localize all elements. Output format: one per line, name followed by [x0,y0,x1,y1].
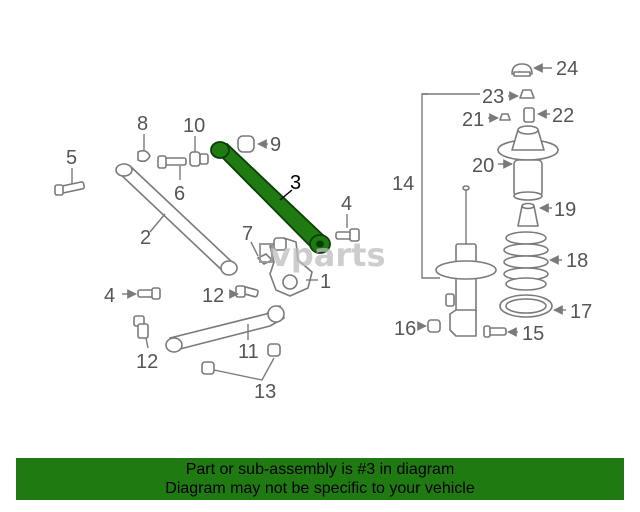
callout-17[interactable]: 17 [570,301,592,323]
watermark-logo: vparts [259,236,385,274]
callout-2[interactable]: 2 [140,227,151,249]
callout-23[interactable]: 23 [482,86,504,108]
callout-8[interactable]: 8 [137,113,148,135]
banner-line-2: Diagram may not be specific to your vehi… [165,480,475,497]
callout-13[interactable]: 13 [254,381,276,403]
part-23-nut[interactable] [519,89,535,99]
leader-12-lower [145,337,149,349]
leader-3 [279,189,293,201]
part-15-bolt[interactable] [483,325,507,338]
callout-4-upper[interactable]: 4 [341,193,352,215]
bracket-14 [421,93,440,279]
callout-20[interactable]: 20 [472,155,494,177]
callout-6[interactable]: 6 [174,183,185,205]
callout-11[interactable]: 11 [238,341,259,363]
callout-21[interactable]: 21 [462,109,484,131]
part-19-bumpstop[interactable] [517,202,539,227]
part-5-bolt[interactable] [54,181,85,196]
svg-text:vparts: vparts [270,236,385,274]
part-20-mount[interactable] [497,125,559,201]
part-21-nut[interactable] [499,113,511,121]
info-banner: Part or sub-assembly is #3 in diagram Di… [16,458,624,500]
part-22-collar[interactable] [523,107,535,123]
callout-22[interactable]: 22 [552,105,574,127]
leader-7 [250,241,259,257]
part-13-nuts[interactable] [201,343,281,375]
callout-10[interactable]: 10 [183,115,205,137]
part-3-lateral-link[interactable] [210,141,331,254]
callout-1[interactable]: 1 [320,271,331,293]
callout-15[interactable]: 15 [522,323,544,345]
callout-12-upper[interactable]: 12 [202,285,224,307]
callout-5[interactable]: 5 [66,147,77,169]
callout-24[interactable]: 24 [556,58,578,80]
part-4-bolt-upper[interactable] [335,228,360,242]
callout-4-lower[interactable]: 4 [104,285,115,307]
part-4-bolt-lower[interactable] [137,287,161,300]
part-9-nut[interactable] [237,135,255,153]
part-11-lower-arm[interactable] [165,305,285,353]
callout-9[interactable]: 9 [270,134,281,156]
part-10-nut[interactable] [189,151,209,167]
callout-16[interactable]: 16 [394,318,416,340]
part-24-cap[interactable] [511,63,533,77]
parts-diagram: 2 5 8 6 10 9 3 4 [54,58,592,403]
callout-3[interactable]: 3 [290,172,301,194]
part-17-insulator[interactable] [499,294,553,318]
callout-19[interactable]: 19 [554,199,576,221]
callout-18[interactable]: 18 [566,250,588,272]
banner-line-1: Part or sub-assembly is #3 in diagram [185,461,455,478]
part-1-knuckle[interactable] [269,237,313,297]
leader-13 [213,357,275,381]
callout-14[interactable]: 14 [392,173,414,195]
part-14-strut[interactable] [435,185,497,337]
part-2-control-arm[interactable] [115,163,238,276]
part-18-spring[interactable] [503,231,549,291]
part-12-bolt-upper[interactable] [235,285,259,298]
leader-2 [149,213,166,233]
part-8-clip[interactable] [137,149,151,163]
part-16-nut[interactable] [427,319,441,333]
callout-12-lower[interactable]: 12 [136,351,158,373]
callout-7[interactable]: 7 [242,223,253,245]
part-12-bolt-lower[interactable] [133,315,149,339]
part-6-bolt[interactable] [157,155,187,169]
